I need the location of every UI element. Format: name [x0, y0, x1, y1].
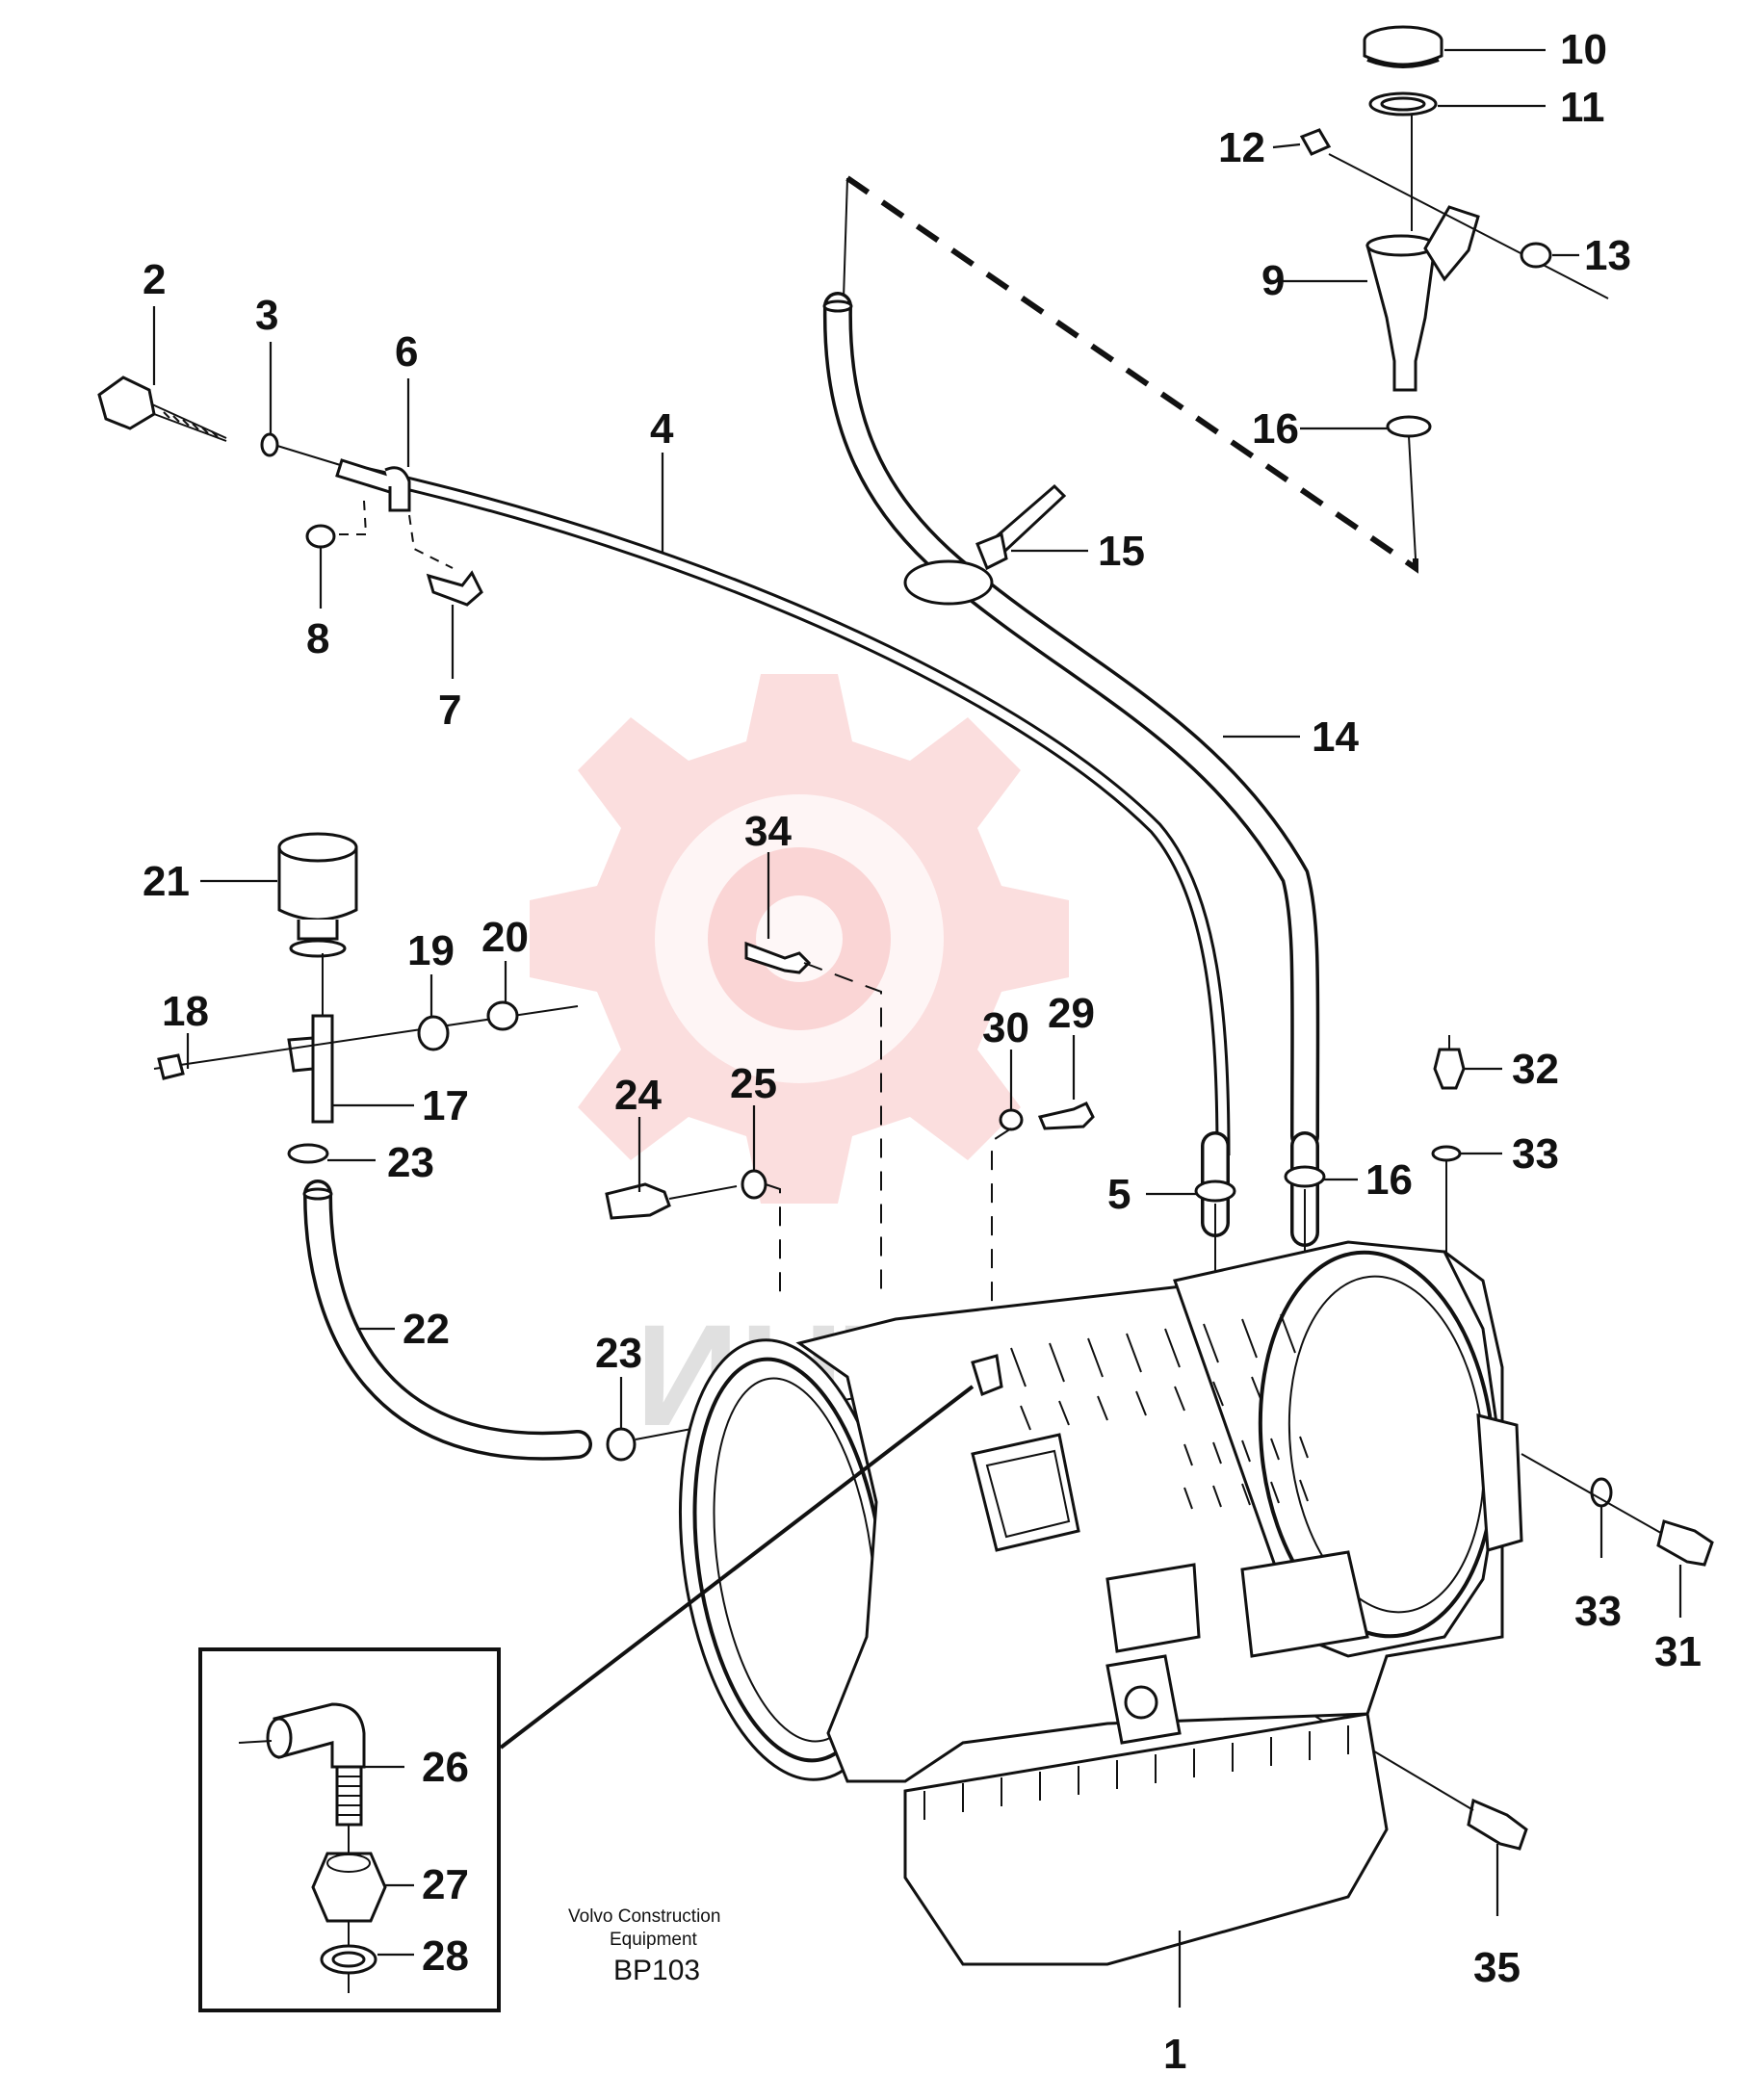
callout-29: 29 [1048, 990, 1095, 1037]
callout-25: 25 [730, 1060, 777, 1107]
callout-15: 15 [1098, 528, 1145, 575]
callout-26: 26 [422, 1744, 469, 1791]
callout-16-lower: 16 [1365, 1156, 1413, 1204]
callout-30: 30 [982, 1004, 1029, 1051]
filler-assembly [843, 25, 1609, 574]
callout-2: 2 [143, 256, 166, 303]
callout-20: 20 [481, 914, 529, 961]
sensors-right [1164, 1035, 1714, 1851]
inset-pointer [499, 1385, 975, 1750]
callout-33-upper: 33 [1512, 1130, 1559, 1178]
caption-line-2: Equipment [610, 1930, 698, 1950]
callout-28: 28 [422, 1932, 469, 1980]
callout-14: 14 [1312, 713, 1359, 761]
callout-31: 31 [1654, 1628, 1702, 1675]
callout-27: 27 [422, 1861, 469, 1908]
callout-10: 10 [1560, 26, 1607, 73]
callout-7: 7 [438, 687, 461, 734]
callout-5: 5 [1107, 1171, 1131, 1218]
callout-6: 6 [395, 328, 418, 376]
callout-24: 24 [614, 1072, 662, 1119]
callout-8: 8 [306, 615, 329, 662]
callout-35: 35 [1473, 1944, 1521, 1991]
callout-9: 9 [1261, 257, 1285, 304]
dipstick-cable [97, 376, 1231, 1156]
caption-line-1: Volvo Construction [568, 1906, 720, 1927]
callout-33-lower: 33 [1574, 1588, 1622, 1635]
breather-hose [822, 292, 1326, 1560]
callout-32: 32 [1512, 1046, 1559, 1093]
leader-lines [152, 48, 1682, 2008]
callout-34: 34 [744, 808, 792, 855]
transmission-housing [678, 1240, 1523, 1966]
callout-23-upper: 23 [387, 1139, 434, 1186]
callout-3: 3 [255, 292, 278, 339]
callout-23-lower: 23 [595, 1330, 642, 1377]
breather-assembly [153, 832, 993, 1462]
callout-4: 4 [650, 405, 674, 453]
callout-18: 18 [162, 988, 209, 1035]
callout-17: 17 [422, 1082, 469, 1129]
callout-16-top: 16 [1252, 405, 1299, 453]
callout-21: 21 [143, 858, 190, 905]
inset-detail [198, 1647, 501, 2012]
caption-code: BP103 [613, 1955, 700, 1986]
watermark-logo [530, 674, 1069, 1204]
callout-13: 13 [1584, 232, 1631, 279]
callout-12: 12 [1218, 124, 1265, 171]
sensors-center [605, 941, 1095, 1309]
callout-1: 1 [1163, 2031, 1186, 2078]
callout-22: 22 [403, 1306, 450, 1353]
callout-11: 11 [1560, 84, 1605, 131]
callout-19: 19 [407, 927, 455, 974]
